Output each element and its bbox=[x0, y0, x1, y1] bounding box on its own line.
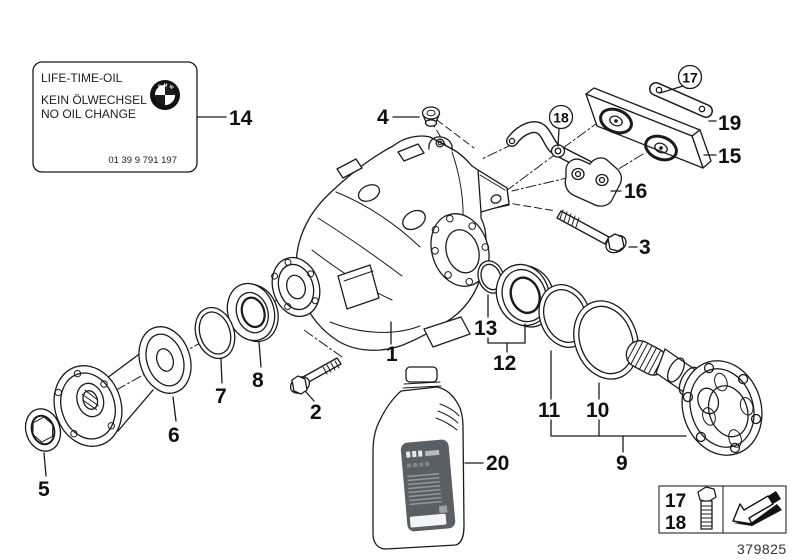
plate-line2: KEIN ÖLWECHSEL bbox=[41, 93, 147, 107]
part-label-2[interactable]: 2 bbox=[310, 401, 322, 424]
direction-arrow-icon bbox=[732, 491, 782, 526]
part-4-grommet-drawing bbox=[421, 106, 441, 127]
part-label-5[interactable]: 5 bbox=[38, 478, 50, 501]
part-label-3[interactable]: 3 bbox=[639, 236, 651, 259]
legend-row-18[interactable]: 18 bbox=[665, 513, 686, 534]
plate-line1: LIFE-TIME-OIL bbox=[41, 71, 123, 85]
differential-housing-drawing bbox=[271, 135, 510, 351]
plate-line3: NO OIL CHANGE bbox=[41, 107, 136, 121]
part-label-4[interactable]: 4 bbox=[377, 106, 389, 129]
legend-row-17[interactable]: 17 bbox=[665, 491, 686, 512]
part-label-13[interactable]: 13 bbox=[474, 317, 497, 340]
drawing-number: 379825 bbox=[737, 541, 787, 557]
part-label-14[interactable]: 14 bbox=[229, 107, 253, 130]
part-16-bracket-drawing bbox=[564, 157, 623, 207]
part-label-9[interactable]: 9 bbox=[616, 452, 628, 475]
leader-lines bbox=[43, 85, 717, 477]
circled-callout-17[interactable]: 17 bbox=[677, 64, 703, 90]
part-8-seal-drawing bbox=[226, 282, 279, 343]
bolt-icon bbox=[697, 486, 717, 530]
svg-text:BMW: BMW bbox=[157, 82, 176, 91]
part-label-12[interactable]: 12 bbox=[493, 352, 516, 375]
part-5-ring-drawing bbox=[24, 408, 62, 452]
callout-17-number[interactable]: 17 bbox=[682, 70, 698, 86]
part-18-strap-drawing bbox=[506, 121, 594, 172]
part-label-19[interactable]: 19 bbox=[718, 112, 741, 135]
oil-label-plate: LIFE-TIME-OIL KEIN ÖLWECHSEL NO OIL CHAN… bbox=[32, 61, 198, 173]
part-10-ring-drawing bbox=[573, 300, 639, 380]
part-20-oil-bottle-drawing bbox=[372, 366, 465, 550]
part-9-output-flange-drawing bbox=[625, 339, 763, 456]
part-15-mount-block-drawing bbox=[585, 87, 712, 169]
part-2-bolt-drawing bbox=[289, 357, 342, 395]
callout-18-number[interactable]: 18 bbox=[553, 110, 569, 126]
part-3-bolt-drawing bbox=[556, 209, 627, 254]
part-label-15[interactable]: 15 bbox=[718, 145, 742, 168]
part-label-16[interactable]: 16 bbox=[624, 180, 647, 203]
part-7-ring-drawing bbox=[194, 306, 236, 360]
part-label-6[interactable]: 6 bbox=[168, 424, 180, 447]
part-label-8[interactable]: 8 bbox=[252, 369, 264, 392]
part-19-strip-drawing bbox=[649, 82, 713, 118]
bmw-logo: BMW bbox=[150, 80, 180, 110]
plate-part-code: 01 39 9 791 197 bbox=[108, 155, 177, 166]
part-label-1[interactable]: 1 bbox=[386, 343, 398, 366]
part-label-7[interactable]: 7 bbox=[215, 385, 227, 408]
part-label-11[interactable]: 11 bbox=[538, 399, 561, 422]
bmw-logo-text: BMW bbox=[157, 82, 174, 91]
part-11-ring-drawing bbox=[538, 284, 592, 348]
part-labels: 14 4 19 15 16 3 1 13 12 11 10 9 8 7 6 5 … bbox=[38, 106, 742, 501]
part-label-10[interactable]: 10 bbox=[586, 399, 609, 422]
legend-box: 17 18 bbox=[658, 485, 787, 534]
part-6-flange-drawing bbox=[53, 326, 192, 447]
circled-callout-18[interactable]: 18 bbox=[548, 104, 574, 130]
part-label-20[interactable]: 20 bbox=[486, 452, 509, 475]
part-12-seal-drawing bbox=[495, 263, 556, 328]
